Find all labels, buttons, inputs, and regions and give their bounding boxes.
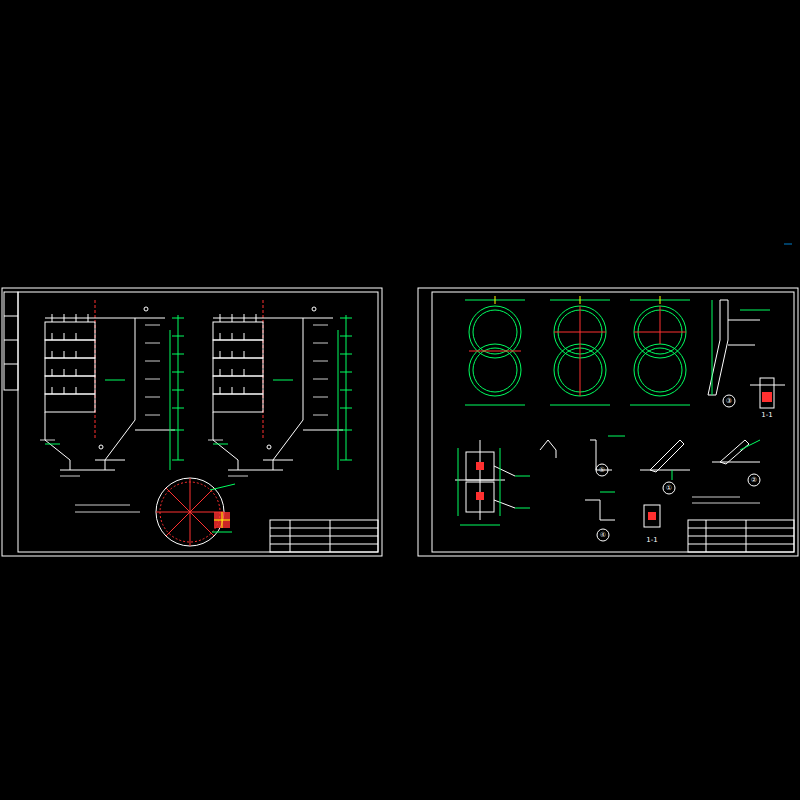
callout-number: ② — [751, 477, 757, 484]
callout-number: ⑤ — [599, 467, 605, 474]
callout-number: ④ — [600, 532, 606, 539]
callout-number: ③ — [726, 398, 732, 405]
callout-number: ① — [666, 485, 672, 492]
section-label: 1-1 — [646, 537, 657, 544]
section-label: 1-1 — [761, 412, 772, 419]
